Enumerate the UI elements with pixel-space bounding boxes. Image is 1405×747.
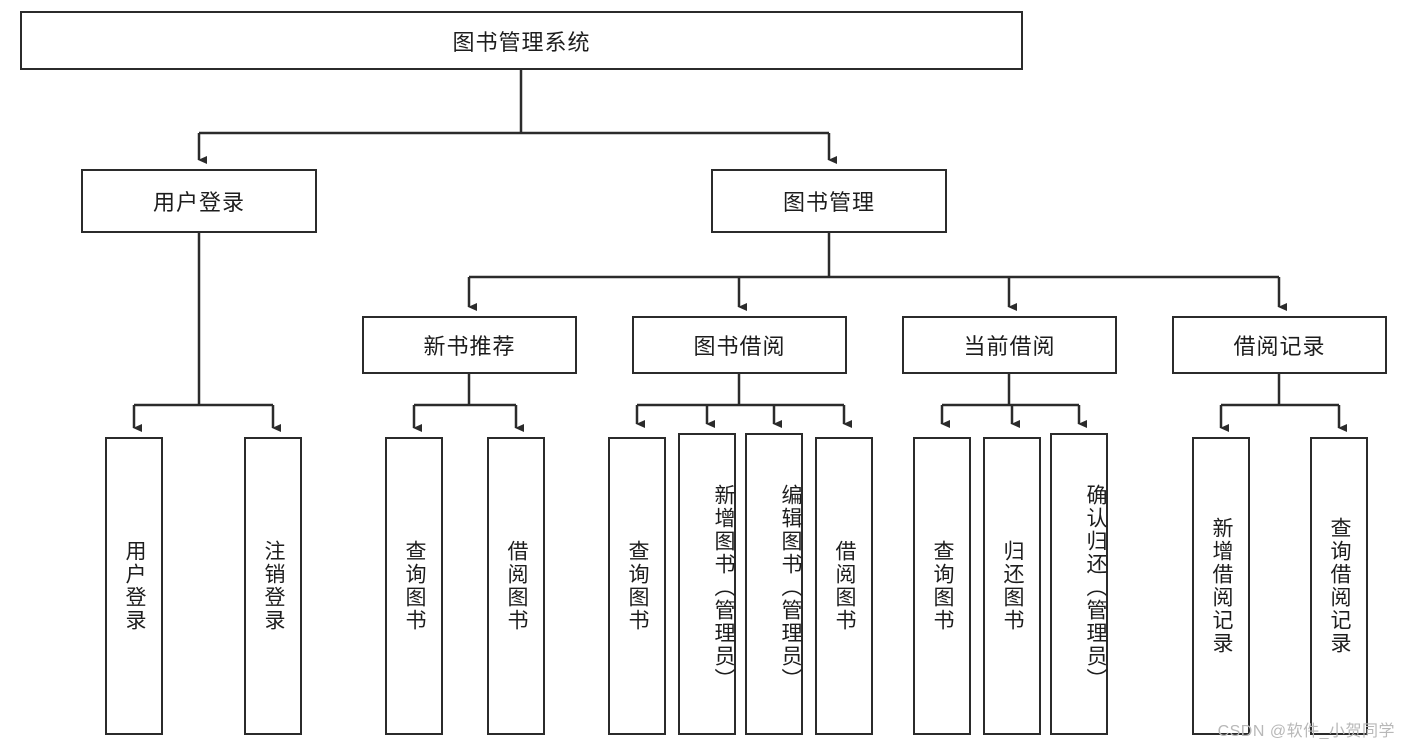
node-label: 查询图书 — [931, 540, 955, 632]
node-level2-1[interactable]: 图书管理 — [711, 169, 947, 233]
node-label: 注销登录 — [262, 540, 286, 632]
node-leaf-2[interactable]: 查询图书 — [385, 437, 443, 735]
node-label: 图书借阅 — [693, 334, 786, 359]
node-label: 图书管理系统 — [452, 29, 591, 55]
node-leaf-9[interactable]: 归还图书 — [983, 437, 1041, 735]
node-label: 查询借阅记录 — [1328, 517, 1352, 655]
node-root[interactable]: 图书管理系统 — [20, 11, 1023, 70]
node-level3-0[interactable]: 新书推荐 — [362, 316, 577, 374]
node-leaf-5[interactable]: 新增图书（管理员） — [678, 433, 736, 735]
node-label: 新书推荐 — [423, 334, 516, 359]
node-leaf-8[interactable]: 查询图书 — [913, 437, 971, 735]
node-label: 确认归还（管理员） — [1084, 483, 1107, 691]
node-leaf-6[interactable]: 编辑图书（管理员） — [745, 433, 803, 735]
node-label: 用户登录 — [123, 540, 147, 632]
node-label: 图书管理 — [782, 190, 875, 215]
node-level3-3[interactable]: 借阅记录 — [1172, 316, 1387, 374]
node-label: 新增借阅记录 — [1210, 517, 1234, 655]
node-label: 查询图书 — [626, 540, 650, 632]
node-label: 编辑图书（管理员） — [779, 483, 802, 691]
node-leaf-11[interactable]: 新增借阅记录 — [1192, 437, 1250, 735]
node-leaf-1[interactable]: 注销登录 — [244, 437, 302, 735]
node-leaf-3[interactable]: 借阅图书 — [487, 437, 545, 735]
watermark-label: CSDN @软件_小贺同学 — [1217, 723, 1395, 740]
node-leaf-7[interactable]: 借阅图书 — [815, 437, 873, 735]
node-label: 借阅记录 — [1233, 334, 1326, 359]
node-level3-2[interactable]: 当前借阅 — [902, 316, 1117, 374]
node-label: 借阅图书 — [505, 540, 529, 632]
node-label: 用户登录 — [152, 190, 245, 215]
node-label: 当前借阅 — [963, 334, 1056, 359]
node-leaf-10[interactable]: 确认归还（管理员） — [1050, 433, 1108, 735]
node-leaf-12[interactable]: 查询借阅记录 — [1310, 437, 1368, 735]
node-label: 借阅图书 — [833, 540, 857, 632]
node-level2-0[interactable]: 用户登录 — [81, 169, 317, 233]
node-level3-1[interactable]: 图书借阅 — [632, 316, 847, 374]
node-leaf-4[interactable]: 查询图书 — [608, 437, 666, 735]
node-label: 归还图书 — [1001, 540, 1025, 632]
node-label: 查询图书 — [403, 540, 427, 632]
node-leaf-0[interactable]: 用户登录 — [105, 437, 163, 735]
node-label: 新增图书（管理员） — [712, 483, 735, 691]
